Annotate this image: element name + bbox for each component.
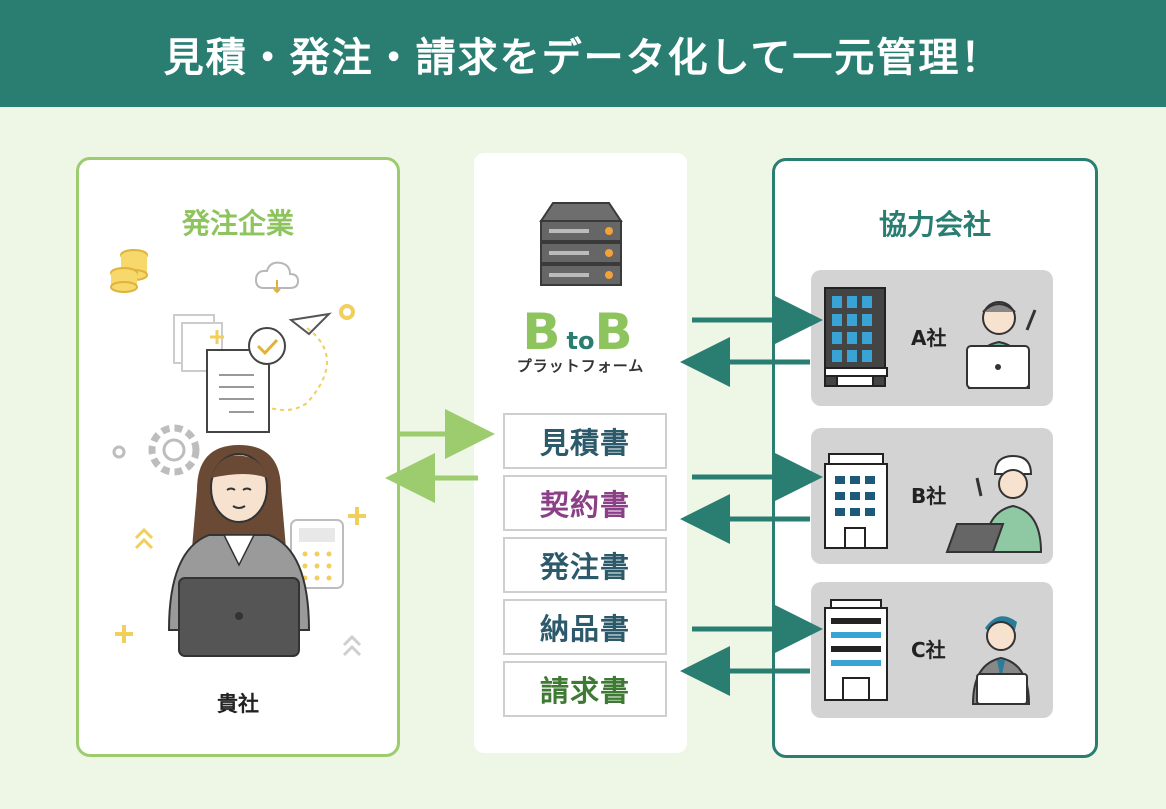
check-badge-icon [248, 327, 286, 365]
calculator-icon [290, 519, 344, 589]
ordering-company-panel: 発注企業 [76, 157, 400, 757]
office-building-icon [824, 287, 888, 387]
office-building-icon [824, 599, 888, 701]
chevron-up-icon [134, 527, 154, 550]
doc-invoice: 請求書 [503, 661, 667, 717]
coin-stack-icon [110, 249, 148, 293]
logo-b-right: B [594, 303, 639, 361]
server-icon [539, 202, 623, 286]
company-label-c: C社 [911, 638, 946, 662]
logo-b-left: B [522, 303, 567, 361]
company-label-a: A社 [911, 326, 947, 350]
gear-icon [148, 424, 200, 476]
doc-purchase-order: 発注書 [503, 537, 667, 593]
logo-subtitle: プラットフォーム [516, 357, 645, 375]
company-label-b: B社 [911, 484, 947, 508]
businessman-avatar [966, 301, 1037, 389]
cloud-sync-icon [254, 261, 300, 294]
businesswoman-avatar [167, 445, 311, 657]
circle-dot-icon [112, 445, 126, 459]
partner-companies-title: 協力会社 [878, 208, 991, 241]
company-card-a: A社 [811, 270, 1053, 406]
ordering-company-title: 発注企業 [181, 207, 294, 240]
doc-contract: 契約書 [503, 475, 667, 531]
logo-to: to [566, 327, 595, 355]
doc-delivery-note: 納品書 [503, 599, 667, 655]
btob-logo: BtoB [474, 303, 687, 361]
page-title: 見積・発注・請求をデータ化して一元管理！ [0, 0, 1166, 107]
document-icon [173, 314, 270, 433]
businessman-avatar [971, 616, 1031, 705]
paper-plane-icon [256, 312, 332, 411]
company-card-c: C社 [811, 582, 1053, 718]
company-card-b: B社 [811, 428, 1053, 564]
office-building-icon [824, 453, 888, 549]
plus-icon [115, 625, 133, 643]
own-company-label: 貴社 [217, 692, 259, 716]
construction-worker-avatar [945, 454, 1043, 553]
ordering-company-illustration [110, 249, 366, 657]
plus-icon [348, 507, 366, 525]
doc-quotation: 見積書 [503, 413, 667, 469]
circle-dot-icon [339, 304, 355, 320]
chevron-up-icon [342, 634, 362, 657]
